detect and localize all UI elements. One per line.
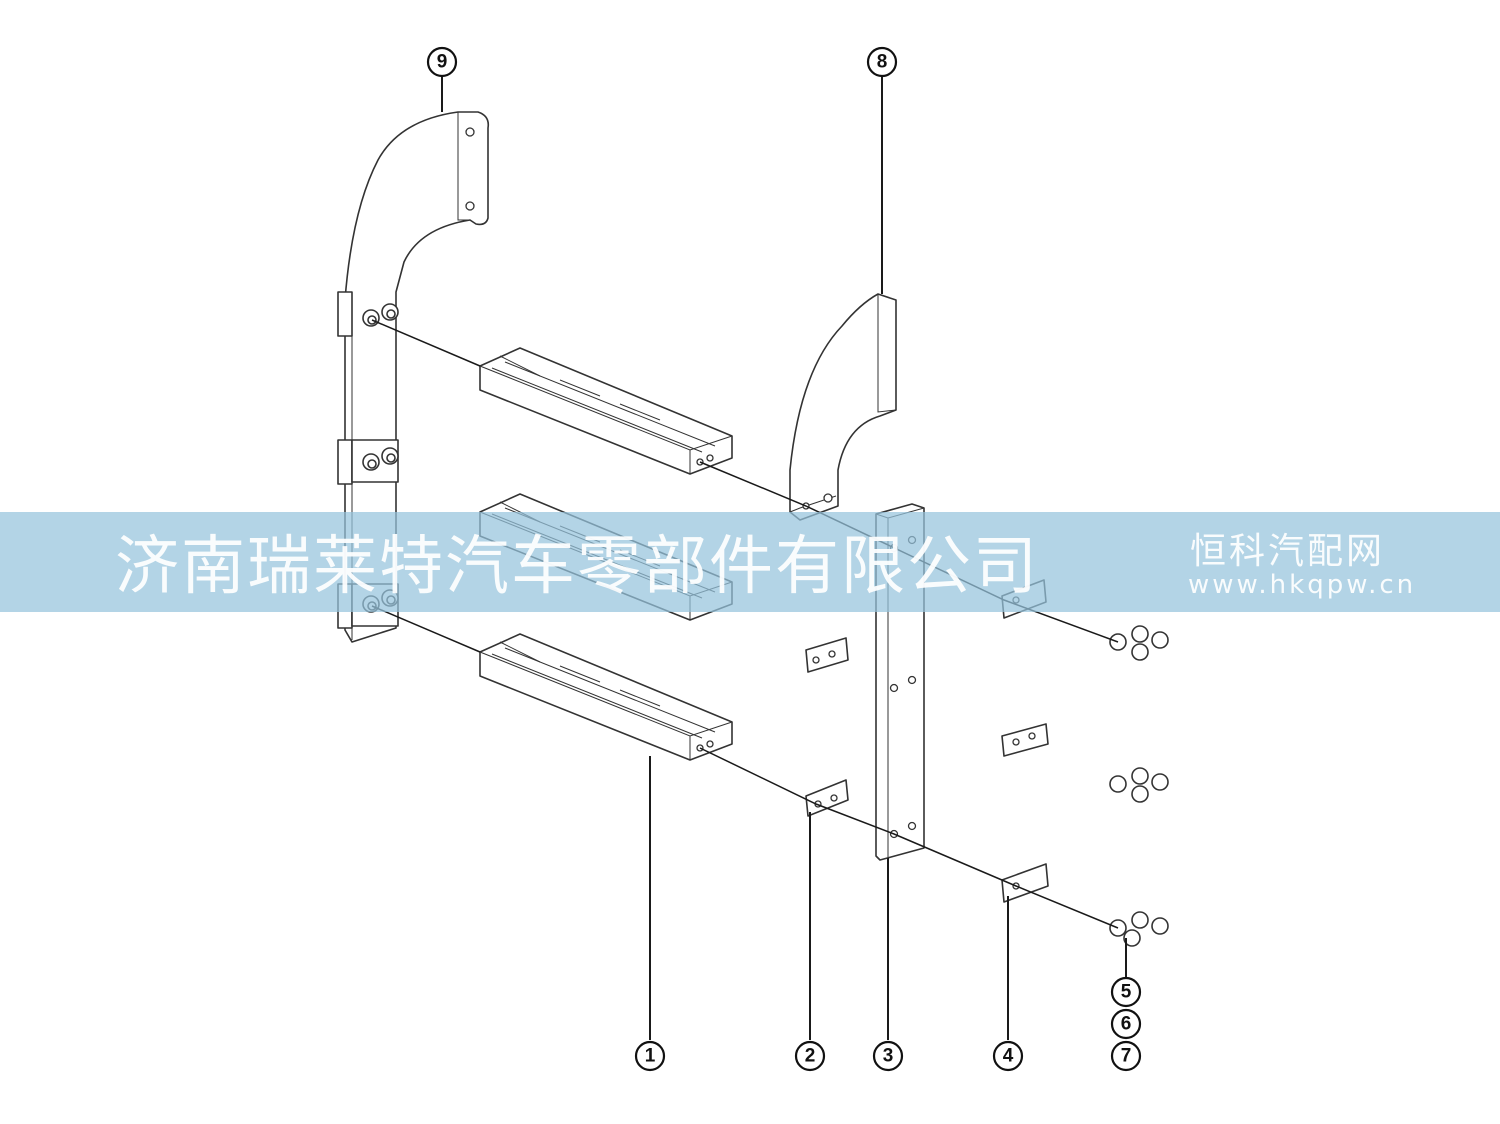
watermark-url: www.hkqpw.cn <box>1188 570 1417 600</box>
callout-6-label: 6 <box>1121 1014 1132 1035</box>
callout-7: 7 <box>1110 1040 1142 1072</box>
callout-leaders <box>441 76 1127 1040</box>
clamp-plate-part-4 <box>1001 579 1049 903</box>
callout-2: 2 <box>794 1040 826 1072</box>
callout-7-label: 7 <box>1121 1046 1132 1067</box>
watermark-band <box>0 512 1500 612</box>
right-bracket-part-8 <box>789 293 897 521</box>
watermark-company-name: 济南瑞莱特汽车零部件有限公司 <box>115 530 1039 604</box>
step-tread-lower-part-1 <box>479 633 733 761</box>
watermark-site-name: 恒科汽配网 <box>1190 531 1386 572</box>
callout-4-label: 4 <box>1003 1046 1014 1067</box>
callout-8: 8 <box>866 46 898 78</box>
bolt-set-upper <box>1109 625 1169 661</box>
callout-3: 3 <box>872 1040 904 1072</box>
callout-5: 5 <box>1110 976 1142 1008</box>
callout-2-label: 2 <box>805 1046 816 1067</box>
callout-3-label: 3 <box>883 1046 894 1067</box>
callout-4: 4 <box>992 1040 1024 1072</box>
assembly-lines <box>371 319 1119 929</box>
callout-5-label: 5 <box>1121 982 1132 1003</box>
bolt-set-lower <box>1109 911 1169 947</box>
bolt-set-middle <box>1109 767 1169 803</box>
callout-9-label: 9 <box>437 52 448 73</box>
step-tread-upper-part-1 <box>479 347 733 475</box>
callout-9: 9 <box>426 46 458 78</box>
callout-6: 6 <box>1110 1008 1142 1040</box>
callout-8-label: 8 <box>877 52 888 73</box>
callout-1: 1 <box>634 1040 666 1072</box>
callout-1-label: 1 <box>645 1046 656 1067</box>
clamp-plate-part-2 <box>805 637 849 817</box>
